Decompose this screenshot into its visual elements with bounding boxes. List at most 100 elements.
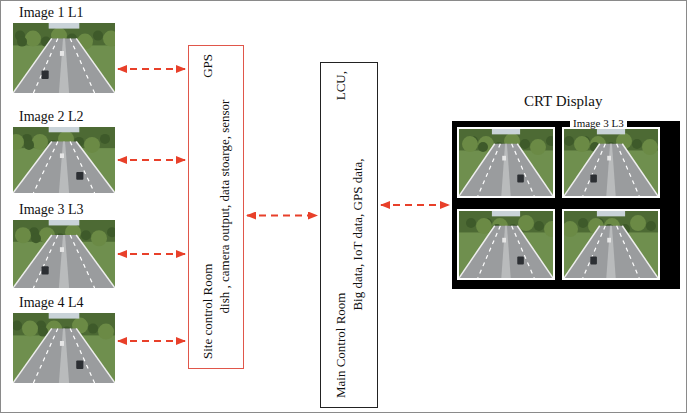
photo-tree bbox=[466, 218, 476, 228]
photo-tree bbox=[13, 134, 24, 150]
photo-tree bbox=[107, 227, 115, 237]
photo-sky bbox=[49, 313, 80, 319]
photo-tree bbox=[22, 321, 38, 337]
photo-road bbox=[13, 235, 115, 288]
photo-tree bbox=[25, 31, 41, 47]
photo-tree bbox=[534, 221, 544, 231]
photo-median bbox=[59, 142, 69, 193]
photo-ground bbox=[13, 23, 115, 93]
photo-car bbox=[42, 71, 49, 79]
photo-edge bbox=[564, 226, 600, 278]
photo-tree bbox=[578, 218, 588, 228]
photo-car bbox=[60, 51, 64, 56]
crt-screen: Image 3 L3 bbox=[452, 121, 680, 289]
camera-view: Image 2 L2 bbox=[13, 108, 115, 193]
photo-tree bbox=[13, 321, 22, 331]
photo-tree bbox=[632, 139, 642, 149]
photo-median bbox=[59, 328, 69, 383]
photo-ground bbox=[459, 129, 553, 196]
photo-tree bbox=[32, 134, 48, 150]
image-caption: Image 3 L3 bbox=[13, 201, 115, 220]
photo-car bbox=[517, 257, 524, 265]
photo-tree bbox=[574, 136, 590, 152]
screen-tile bbox=[457, 127, 555, 198]
road-photo bbox=[564, 129, 658, 196]
photo-car bbox=[60, 153, 64, 158]
photo-tree bbox=[518, 215, 534, 231]
photo-car bbox=[502, 156, 506, 161]
double-arrow bbox=[118, 340, 185, 342]
photo-ground bbox=[13, 313, 115, 383]
double-arrow bbox=[118, 253, 185, 255]
screen-tile: Image 3 L3 bbox=[562, 127, 660, 198]
photo-median bbox=[606, 226, 615, 278]
photo-tree bbox=[17, 37, 27, 47]
photo-edge bbox=[13, 328, 52, 383]
photo-car bbox=[60, 341, 64, 346]
road-photo bbox=[13, 313, 115, 383]
photo-tree bbox=[93, 31, 103, 41]
camera-view: Image 3 L3 bbox=[13, 201, 115, 288]
photo-road bbox=[564, 226, 658, 278]
photo-sky bbox=[49, 23, 80, 29]
photo-tree bbox=[462, 136, 478, 152]
photo-edge bbox=[13, 38, 52, 93]
photo-tree bbox=[98, 324, 114, 340]
photo-edge bbox=[13, 142, 52, 193]
photo-tree bbox=[100, 134, 110, 144]
photo-tree bbox=[88, 324, 98, 334]
camera-image bbox=[13, 220, 115, 288]
camera-view: Image 1 L1 bbox=[13, 4, 115, 93]
photo-tree bbox=[478, 142, 488, 152]
display-title: CRT Display bbox=[452, 93, 680, 121]
photo-tree bbox=[81, 230, 91, 240]
photo-car bbox=[76, 172, 83, 180]
photo-tree bbox=[31, 233, 41, 243]
photo-tree bbox=[91, 230, 107, 246]
photo-car bbox=[590, 175, 597, 183]
double-arrow bbox=[118, 68, 185, 70]
photo-car bbox=[590, 257, 597, 265]
photo-edge bbox=[459, 226, 495, 278]
camera-image bbox=[13, 127, 115, 193]
room-text: dish , camera output, data stoarge, sens… bbox=[216, 100, 233, 314]
photo-road bbox=[564, 144, 658, 196]
road-photo bbox=[13, 127, 115, 193]
photo-edge bbox=[76, 38, 115, 93]
text-row: Main Control RoomLCU, bbox=[332, 71, 349, 398]
photo-tree bbox=[103, 31, 115, 47]
photo-sky bbox=[597, 211, 625, 216]
camera-image bbox=[13, 23, 115, 93]
photo-tree bbox=[546, 136, 553, 146]
road-photo bbox=[13, 220, 115, 288]
photo-car bbox=[517, 175, 524, 183]
photo-ground bbox=[13, 220, 115, 288]
photo-tree bbox=[564, 136, 574, 146]
photo-sky bbox=[49, 220, 80, 225]
rotated-text-area: Site control RoomGPSdish , camera output… bbox=[189, 46, 242, 367]
photo-tree bbox=[544, 221, 553, 237]
photo-road bbox=[13, 38, 115, 93]
road-photo bbox=[459, 129, 553, 196]
photo-edge bbox=[76, 142, 115, 193]
photo-sky bbox=[597, 129, 625, 134]
photo-edge bbox=[13, 235, 52, 288]
road-photo bbox=[564, 211, 658, 278]
road-photo bbox=[13, 23, 115, 93]
screen-tile bbox=[562, 209, 660, 280]
photo-median bbox=[59, 38, 69, 93]
photo-tree bbox=[630, 215, 646, 231]
photo-sky bbox=[492, 129, 520, 134]
room-text: GPS bbox=[199, 54, 216, 78]
text-row: Big data, IoT data, GPS data, bbox=[349, 71, 366, 398]
photo-ground bbox=[564, 129, 658, 196]
road-photo bbox=[459, 211, 553, 278]
double-arrow bbox=[381, 204, 449, 206]
room-text: Main Control Room bbox=[332, 293, 349, 398]
image-caption: Image 2 L2 bbox=[13, 108, 115, 127]
photo-road bbox=[459, 226, 553, 278]
photo-tree bbox=[520, 139, 530, 149]
display-panel: CRT DisplayImage 3 L3 bbox=[452, 93, 680, 289]
